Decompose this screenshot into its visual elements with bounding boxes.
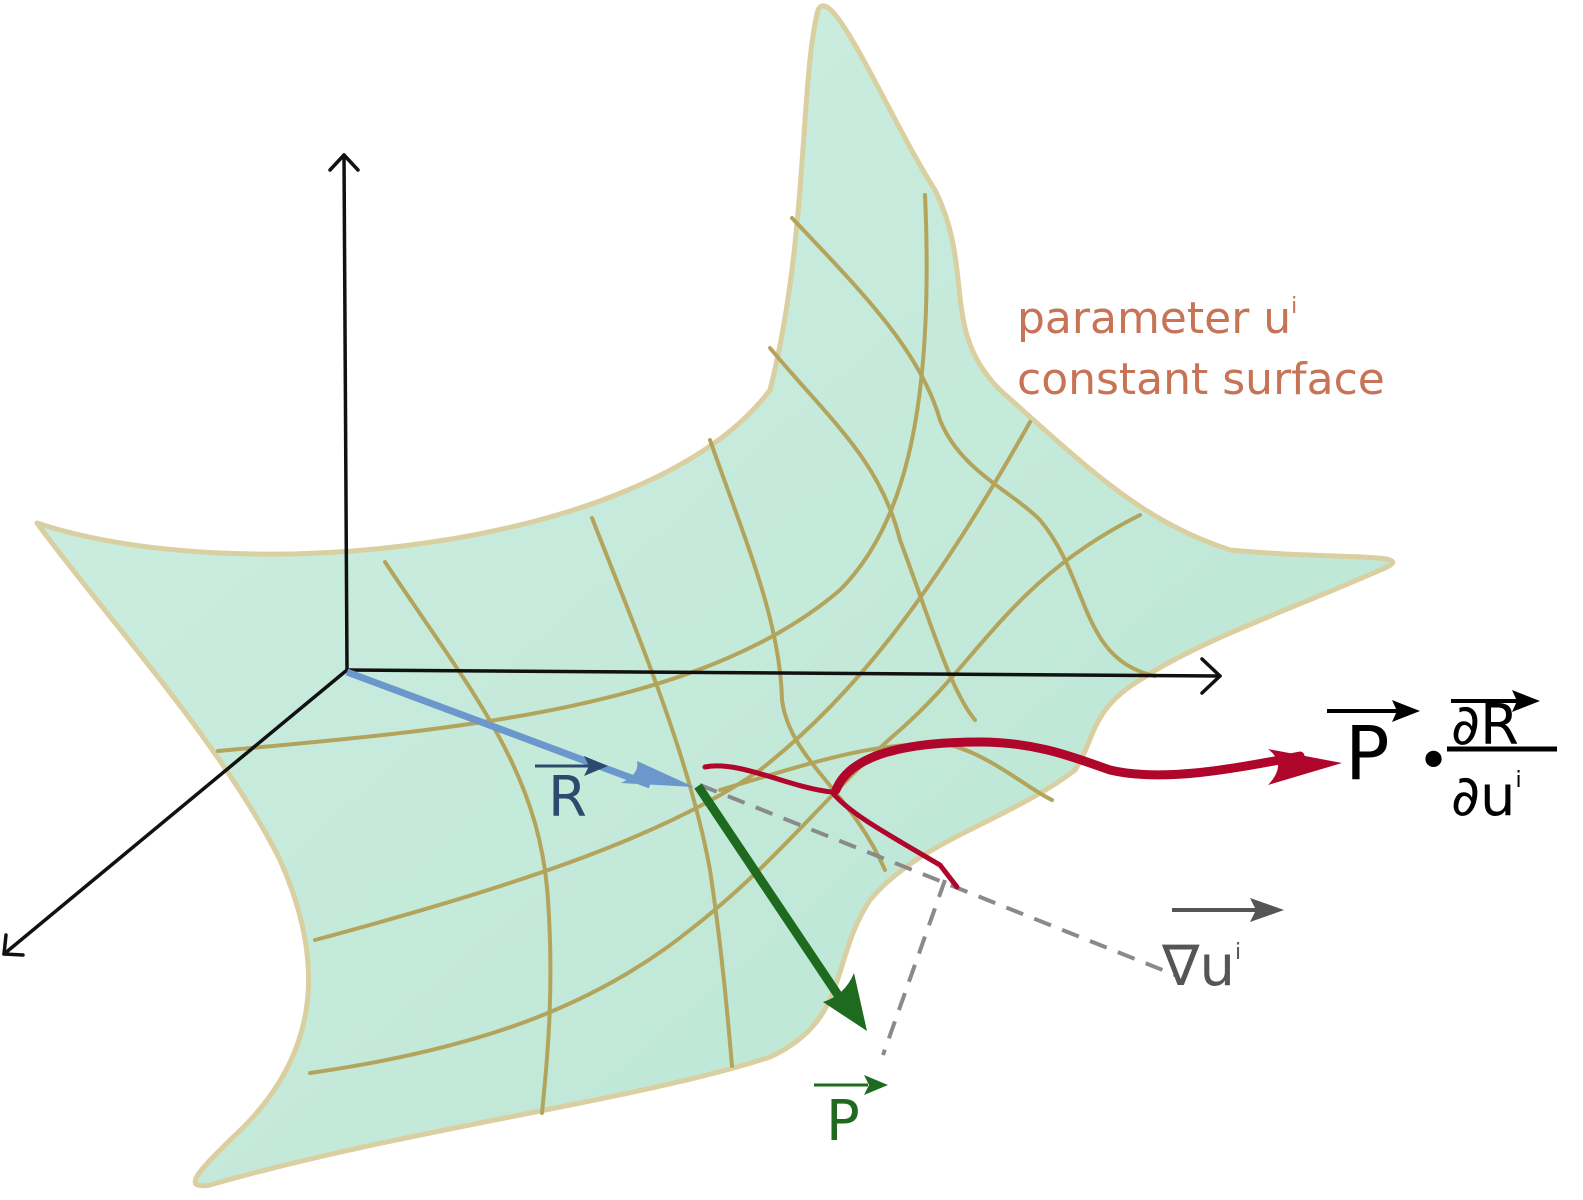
- z-axis: [342, 153, 349, 672]
- projection-arrow-shaft: [831, 737, 1305, 795]
- vector-P-label: P: [826, 1089, 860, 1154]
- x-axis: [345, 668, 1222, 678]
- y-axis: [2, 668, 349, 956]
- x-axis-arrowhead: [1200, 657, 1222, 695]
- gradient-label: ∇ui: [1161, 934, 1241, 999]
- coordinate-axes: [2, 153, 1222, 957]
- projection-drop-line: [881, 879, 947, 1056]
- formula-over-arrows: [1327, 690, 1557, 752]
- vector-P: [694, 783, 867, 1031]
- gradient-direction-line: [699, 783, 1176, 977]
- formula-denominator: ∂ui: [1451, 764, 1522, 829]
- vector-P-arrowhead: [823, 973, 867, 1031]
- vector-R-arrowhead: [621, 761, 694, 787]
- formula-numerator: ∂R: [1451, 693, 1519, 758]
- grid-curve: [308, 513, 1142, 1075]
- z-axis-arrowhead: [328, 153, 360, 172]
- surface-patch: [34, 3, 1395, 1189]
- grid-curve: [768, 346, 977, 722]
- y-axis-arrowhead: [2, 933, 25, 957]
- formula-dot: •: [1417, 729, 1450, 794]
- grid-curves: [216, 193, 1142, 1075]
- P-over-arrow: [814, 1075, 888, 1095]
- nabla-symbol: ∇: [1161, 934, 1200, 999]
- projection-arrowhead: [1268, 749, 1342, 785]
- vector-R-label: R: [548, 765, 587, 830]
- grid-curve: [383, 560, 553, 1115]
- dashed-lines: [699, 783, 1176, 1056]
- grid-curve: [790, 216, 1157, 678]
- projection-arrow: [702, 737, 1342, 890]
- grid-curve: [590, 516, 734, 1068]
- vector-P-shaft: [694, 783, 844, 1001]
- grid-curve: [313, 420, 1032, 942]
- grid-curve: [216, 193, 929, 753]
- formula-P: P: [1345, 711, 1390, 797]
- R-over-arrow: [535, 756, 608, 776]
- gradient-over-arrow: [1172, 898, 1284, 922]
- surface-label-line1: parameter ui: [1017, 293, 1297, 344]
- surface-label-line2: constant surface: [1017, 354, 1385, 405]
